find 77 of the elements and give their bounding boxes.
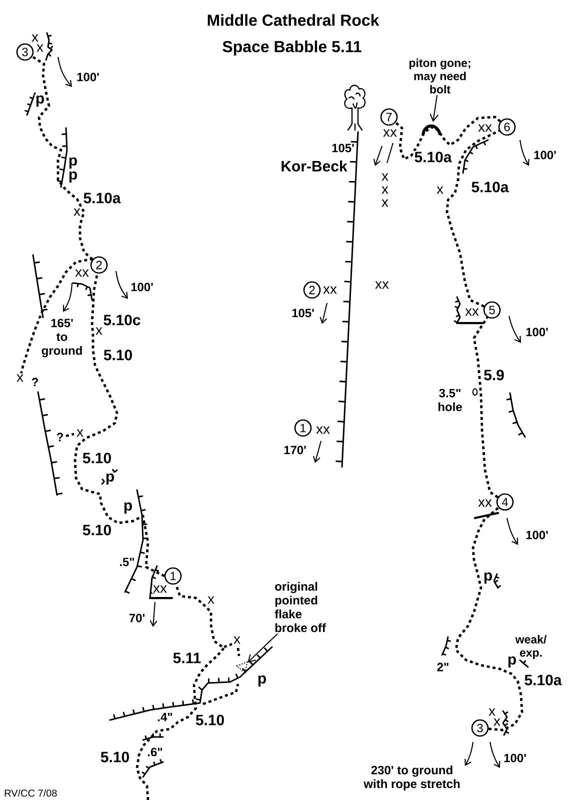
bolt-label: xx <box>464 308 480 316</box>
length-label: 100' <box>502 752 528 764</box>
length-label: 105' <box>290 308 316 318</box>
bolt-label: xx <box>477 124 493 132</box>
bolt-label: x <box>380 186 390 194</box>
route-name: Kor-Beck <box>280 160 348 172</box>
leader-arrow <box>248 633 278 663</box>
size-label: 2" <box>436 662 450 672</box>
grade-label: 5.10 <box>102 348 134 362</box>
grade-label: 5.10 <box>194 714 226 726</box>
grade-label: 5.11 <box>172 652 202 664</box>
dotted-line <box>32 56 94 260</box>
leader-arrow <box>430 94 439 122</box>
dotted-line <box>74 273 165 578</box>
dotted-line <box>446 130 500 308</box>
dotted-line <box>454 506 524 732</box>
question-mark: ? <box>30 377 40 387</box>
grade-label: 5.10a <box>470 180 510 194</box>
length-label: 100' <box>130 282 154 292</box>
note-text: 3.5" hole <box>435 388 465 412</box>
length-label: 100' <box>524 326 550 338</box>
grade-label: 5.10a <box>523 674 563 686</box>
grade-label: 5.10a <box>413 150 453 164</box>
length-label: 100' <box>76 72 100 82</box>
bolt-label: xx <box>322 286 338 294</box>
note-text: 230' to ground with rope stretch <box>362 764 462 792</box>
piton-label: p <box>34 94 46 108</box>
piton-label: p <box>104 472 116 486</box>
bolt-label: xx <box>74 268 90 278</box>
bolt-label: x <box>16 374 24 382</box>
bolt-label: x <box>232 636 242 644</box>
bolt-label: x <box>94 326 104 336</box>
grade-label: 5.10 <box>100 750 130 764</box>
grade-label: 5.10 <box>82 452 112 464</box>
dotted-line <box>20 258 94 374</box>
bolt-label: xx <box>382 128 398 138</box>
grade-label: 5.10 <box>82 524 112 536</box>
note-text: 165' to ground <box>40 318 84 358</box>
bolt-label: x <box>206 596 216 604</box>
bolt-label: xx <box>315 426 331 434</box>
length-label: 100' <box>532 150 558 160</box>
bolt-label: x <box>380 198 390 208</box>
note-text: original pointed flake broke off <box>274 582 326 632</box>
question-mark: ? <box>56 432 64 442</box>
dotted-line <box>394 116 502 160</box>
piton-label: p <box>68 170 78 184</box>
size-label: .5" <box>118 557 136 567</box>
piton-label: p <box>68 156 78 170</box>
bolt-label: xx <box>477 498 493 508</box>
bolt-label: x <box>380 172 390 182</box>
grade-label: 5.9 <box>482 368 506 382</box>
title: Middle Cathedral Rock <box>208 14 380 26</box>
note-text: piton gone; may need bolt <box>409 58 470 94</box>
piton-label: p <box>256 674 268 688</box>
length-label: 100' <box>524 530 550 540</box>
piton-label: p <box>482 572 494 584</box>
grade-label: 5.10c <box>102 314 142 326</box>
bolt-label: x <box>488 708 496 716</box>
length-label: 105' <box>330 142 356 154</box>
bolt-label: x <box>76 428 84 438</box>
bolt-label: x <box>36 44 44 52</box>
length-label: 70' <box>128 612 146 624</box>
bolt-label: x <box>492 718 502 726</box>
piton-label: p <box>122 502 134 514</box>
grade-label: 5.10a <box>82 192 122 204</box>
bolt-label: xx <box>152 584 168 594</box>
dotted-line <box>136 584 226 800</box>
bolt-label: xx <box>374 280 390 290</box>
bolt-label: x <box>72 208 82 216</box>
dotted-line <box>472 316 498 498</box>
bolt-label: x <box>30 34 40 42</box>
bolt-label: x <box>436 186 444 194</box>
subtitle: Space Babble 5.11 <box>221 40 363 56</box>
size-label: .6" <box>146 746 164 758</box>
length-label: 170' <box>282 444 308 456</box>
credit-text: RV/CC 7/08 <box>3 788 58 798</box>
size-label: .4" <box>156 712 174 722</box>
